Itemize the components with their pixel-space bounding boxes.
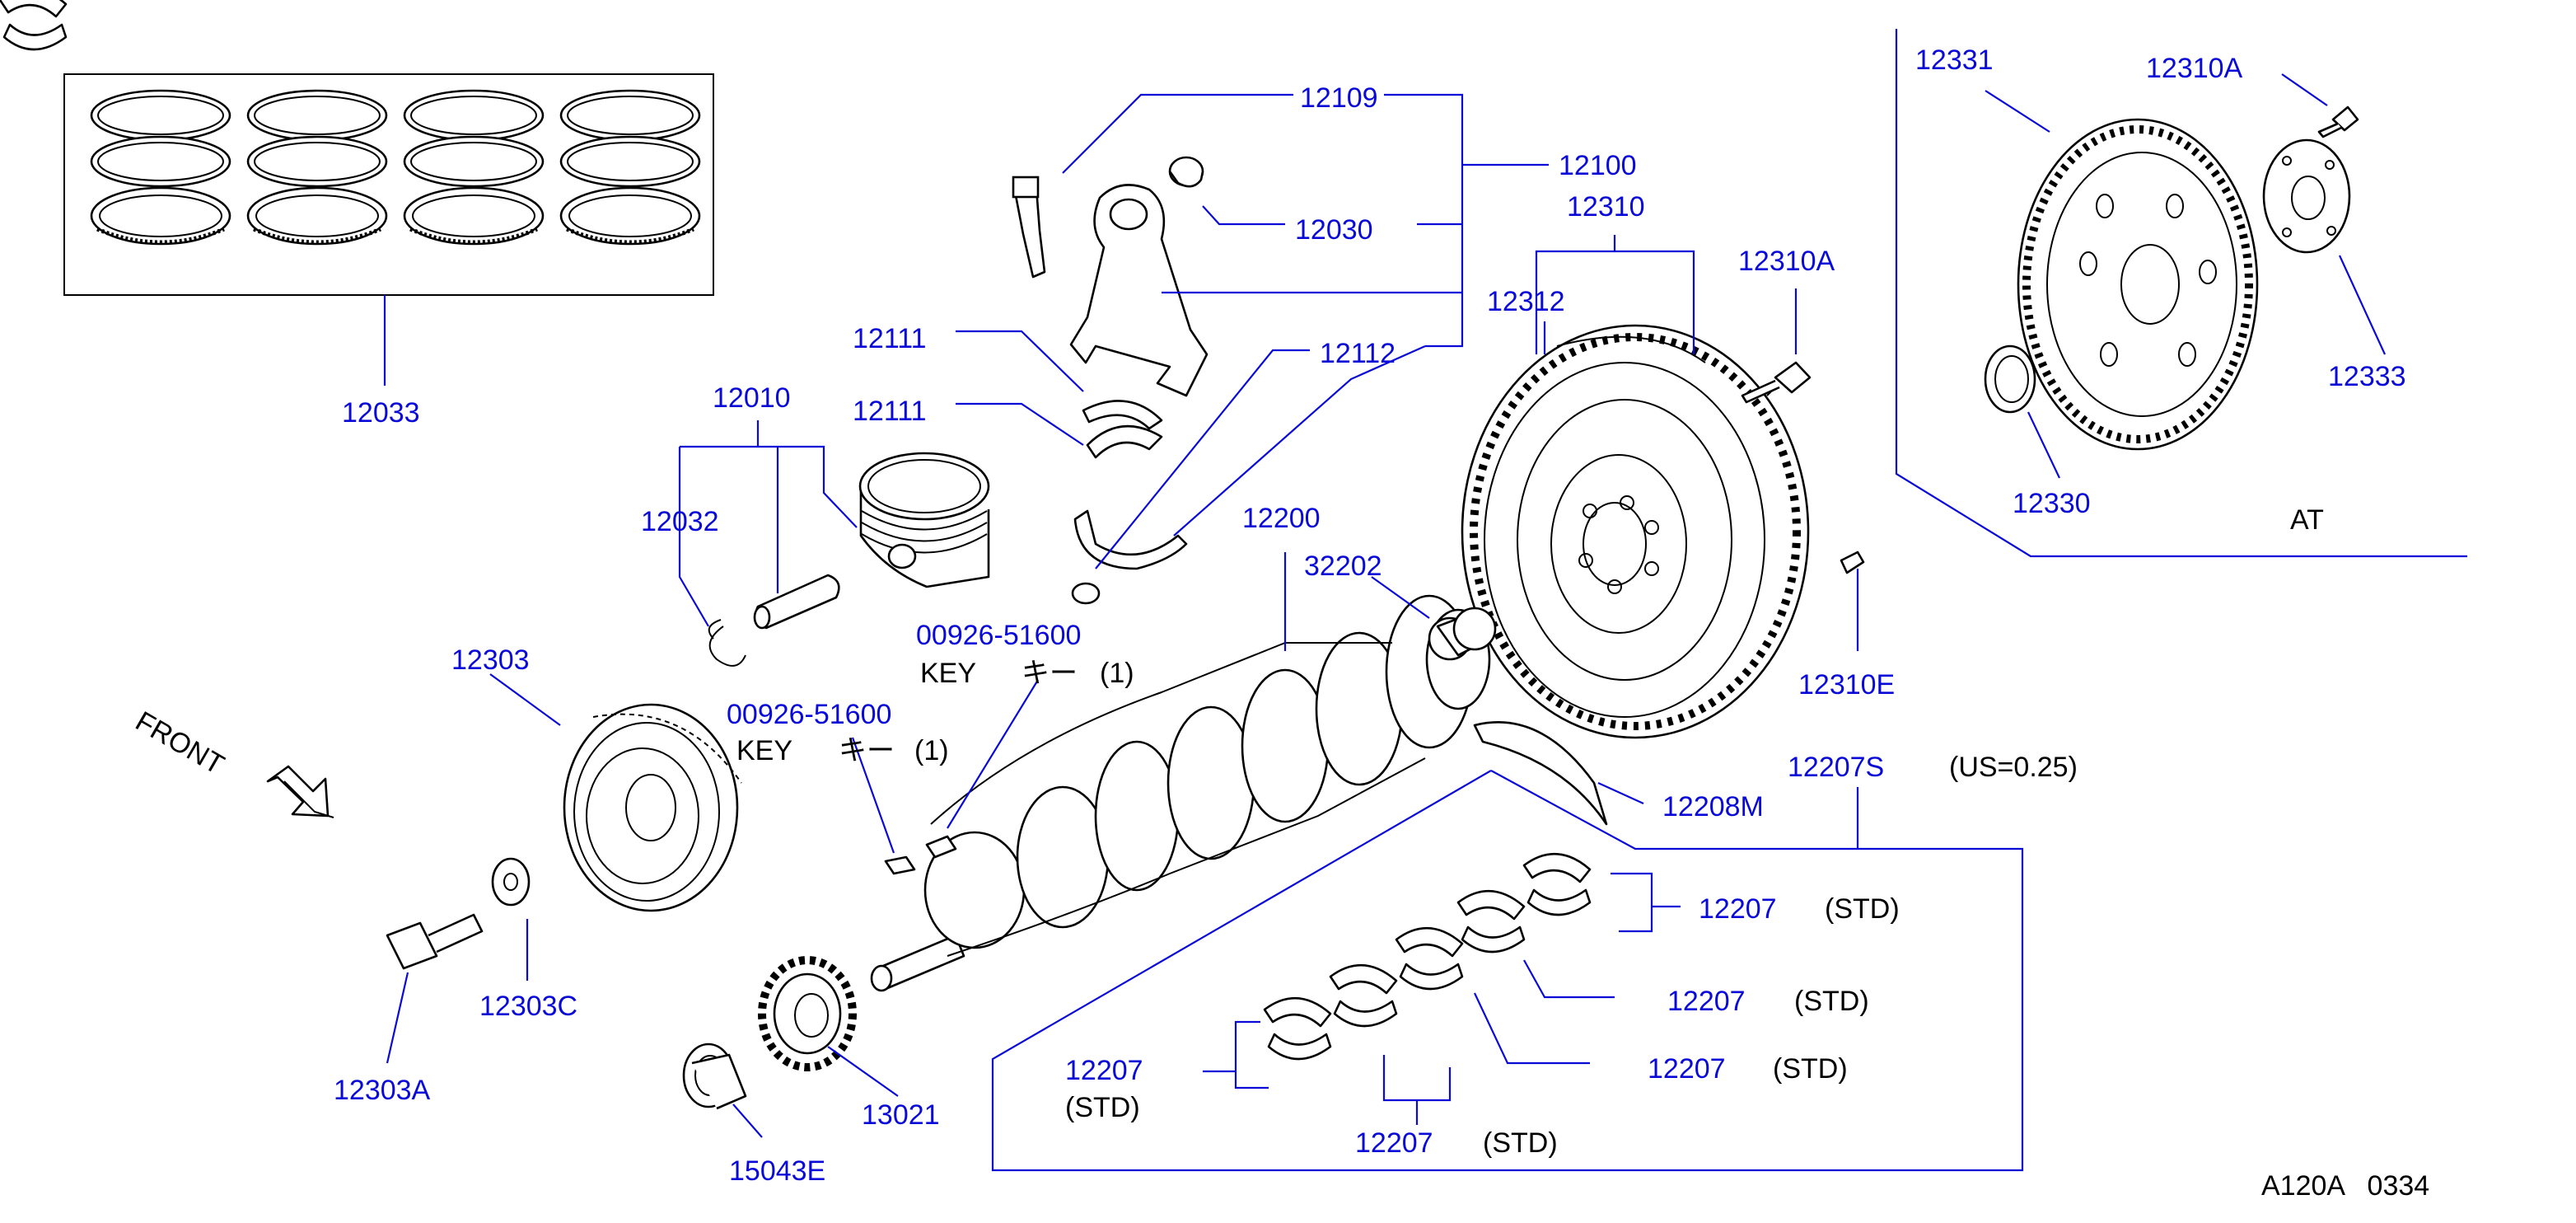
label-12310a-flywheel[interactable]: 12310A	[1738, 246, 1835, 277]
label-12109[interactable]: 12109	[1300, 82, 1378, 114]
main-bearings-illustration	[0, 0, 1592, 1061]
std-note-2: (STD)	[1794, 986, 1869, 1017]
at-bolt-illustration	[2317, 105, 2359, 138]
std-note-5: (STD)	[1483, 1127, 1558, 1159]
connecting-rod-illustration	[1012, 156, 1209, 397]
oil-seal-illustration	[682, 1043, 747, 1110]
pulley-bolt-illustration	[386, 913, 484, 970]
rings-frame	[63, 73, 714, 296]
front-label: FRONT	[130, 705, 229, 780]
label-12207-2[interactable]: 12207	[1667, 986, 1746, 1017]
label-12207-5[interactable]: 12207	[1355, 1127, 1433, 1159]
label-12207-4[interactable]: 12207	[1065, 1055, 1143, 1086]
label-12112[interactable]: 12112	[1320, 338, 1396, 369]
at-label: AT	[2290, 504, 2324, 536]
label-12303c[interactable]: 12303C	[479, 991, 577, 1022]
pulley-illustration	[563, 703, 742, 912]
thrust-washer-illustration	[1473, 721, 1608, 826]
label-32202[interactable]: 32202	[1304, 551, 1382, 582]
crank-bushing-illustration	[1428, 607, 1497, 661]
label-12207s[interactable]: 12207S	[1788, 752, 1884, 783]
piston-rings-illustration	[63, 73, 714, 386]
us-note: (US=0.25)	[1949, 752, 2078, 783]
std-note-3: (STD)	[1773, 1053, 1848, 1085]
key-qty-2: (1)	[914, 735, 949, 766]
label-12310[interactable]: 12310	[1567, 191, 1645, 223]
key-kana-1: キー	[1022, 658, 1078, 689]
label-12333[interactable]: 12333	[2328, 361, 2406, 392]
label-12100[interactable]: 12100	[1559, 150, 1637, 181]
flywheel-illustration	[1461, 324, 1810, 739]
label-12111-upper[interactable]: 12111	[853, 323, 927, 354]
pilot-spacer-illustration	[1984, 344, 2036, 414]
label-12312[interactable]: 12312	[1487, 286, 1565, 317]
drive-plate-illustration	[2017, 118, 2259, 451]
label-12303a[interactable]: 12303A	[334, 1075, 431, 1106]
piston-illustration	[708, 452, 990, 667]
key-name-1: KEY	[920, 658, 976, 689]
std-note-1: (STD)	[1825, 893, 1900, 925]
label-12310e[interactable]: 12310E	[1798, 669, 1895, 701]
dowel-pin-illustration	[1840, 551, 1865, 574]
label-12030[interactable]: 12030	[1295, 214, 1373, 246]
crankshaft-illustration	[870, 594, 1491, 992]
label-12208m[interactable]: 12208M	[1662, 791, 1764, 822]
label-12207-3[interactable]: 12207	[1648, 1053, 1726, 1085]
label-key-part-2[interactable]: 00926-51600	[727, 699, 891, 730]
label-key-part-1[interactable]: 00926-51600	[916, 620, 1081, 651]
label-12303[interactable]: 12303	[451, 644, 530, 676]
label-12207-1[interactable]: 12207	[1699, 893, 1777, 925]
std-note-4: (STD)	[1065, 1092, 1140, 1123]
washer-illustration	[491, 857, 531, 907]
key-name-2: KEY	[736, 735, 792, 766]
label-12111-lower[interactable]: 12111	[853, 396, 927, 427]
label-12310a-at[interactable]: 12310A	[2146, 53, 2243, 84]
flywheel-bolt-illustration	[1741, 361, 1812, 404]
label-12200[interactable]: 12200	[1242, 503, 1321, 534]
label-12331[interactable]: 12331	[1915, 45, 1994, 76]
keys-illustration	[884, 835, 957, 875]
crank-sprocket-illustration	[758, 956, 857, 1071]
key-qty-1: (1)	[1100, 658, 1134, 689]
at-plate-illustration	[2262, 138, 2351, 254]
front-arrow	[266, 765, 334, 818]
label-12032[interactable]: 12032	[641, 506, 719, 537]
label-12330[interactable]: 12330	[2013, 488, 2091, 519]
key-kana-2: キー	[839, 735, 895, 766]
label-15043e[interactable]: 15043E	[729, 1155, 825, 1187]
rod-bearing-illustration	[1071, 400, 1188, 605]
label-12010[interactable]: 12010	[713, 382, 791, 414]
label-13021[interactable]: 13021	[862, 1099, 940, 1131]
diagram-code: A120A 0334	[2261, 1170, 2429, 1202]
label-12033[interactable]: 12033	[342, 397, 420, 429]
